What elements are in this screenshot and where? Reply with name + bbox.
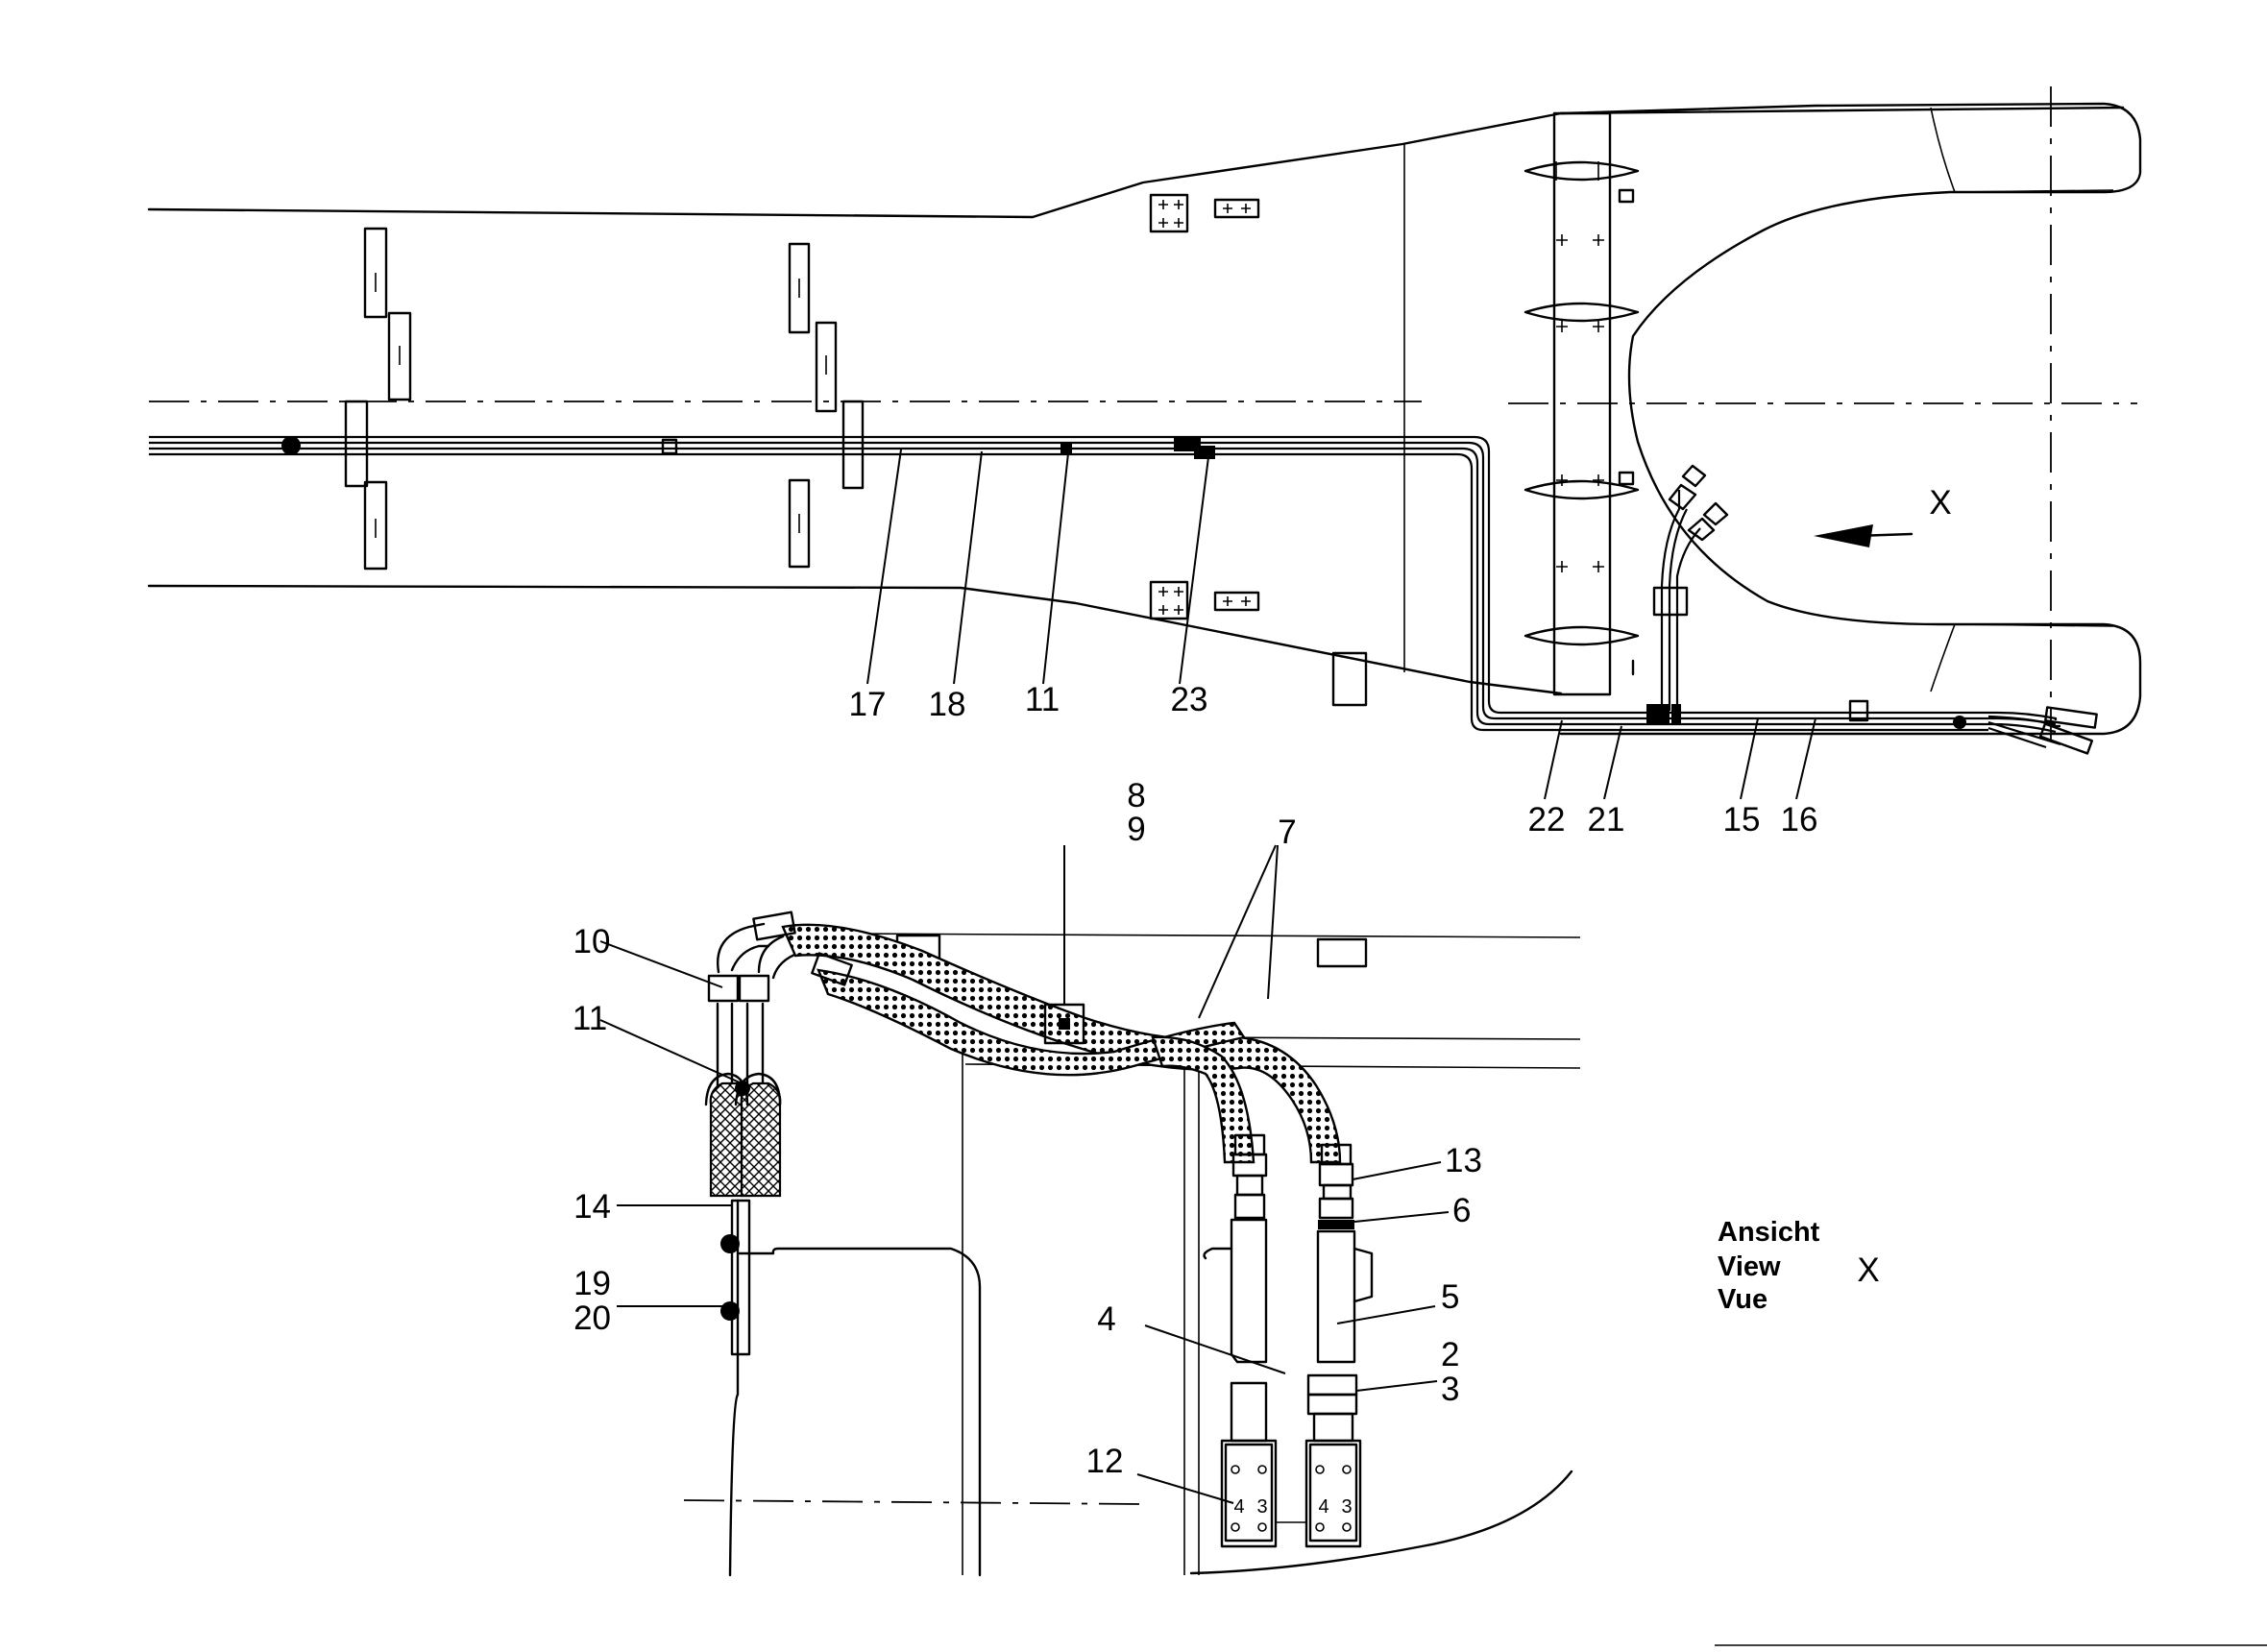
callout-22: 22 [1528,801,1566,838]
view-x-detail: 4 3 4 3 [683,911,1581,1577]
pipe-bundle-top [149,435,2098,755]
callouts-bottom: 8 9 7 10 11 13 6 5 4 2 3 12 14 19 20 [573,777,1482,1504]
callout-19: 19 [573,1265,611,1302]
callout-4: 4 [1097,1300,1115,1338]
callout-10: 10 [573,923,611,960]
view-marker: X [1929,484,1951,522]
switch-terminal-3-right: 3 [1341,1496,1352,1518]
callout-5: 5 [1441,1278,1459,1316]
callout-23: 23 [1171,681,1208,718]
callout-20: 20 [573,1300,611,1337]
callout-11-bottom: 11 [573,1000,607,1037]
callout-16: 16 [1781,801,1818,838]
view-caption-marker: X [1857,1251,1879,1289]
switch-terminal-3-left: 3 [1256,1496,1267,1518]
callout-7: 7 [1278,814,1296,851]
callout-11-top: 11 [1025,681,1060,718]
callout-8: 8 [1127,777,1145,814]
callout-6: 6 [1452,1192,1471,1229]
callout-9: 9 [1127,811,1145,848]
callouts-top: 17 18 11 23 22 21 15 16 [849,449,1818,838]
callout-3: 3 [1441,1371,1459,1408]
callout-18: 18 [929,686,966,723]
view-caption-en: View [1718,1251,1781,1282]
hose-end-fittings: 4 3 4 3 [1203,1133,1374,1548]
view-caption: Ansicht View Vue X [1718,1217,1880,1315]
callout-17: 17 [849,686,887,723]
pipe-brackets [344,227,865,571]
callout-13: 13 [1445,1142,1482,1179]
switch-terminal-4-right: 4 [1318,1496,1329,1518]
callout-12: 12 [1086,1443,1124,1480]
callout-15: 15 [1723,801,1761,838]
switch-terminal-4-left: 4 [1233,1496,1244,1518]
bolt-plate [1149,193,1260,620]
callout-2: 2 [1441,1336,1459,1373]
callout-14: 14 [573,1188,611,1226]
view-caption-fr: Vue [1718,1284,1767,1315]
view-x-arrow: X [1814,484,1952,547]
callout-21: 21 [1588,801,1625,838]
view-caption-de: Ansicht [1718,1217,1820,1248]
frame-top-view: X [147,86,2142,755]
cross-member-clamps [1524,160,1640,676]
